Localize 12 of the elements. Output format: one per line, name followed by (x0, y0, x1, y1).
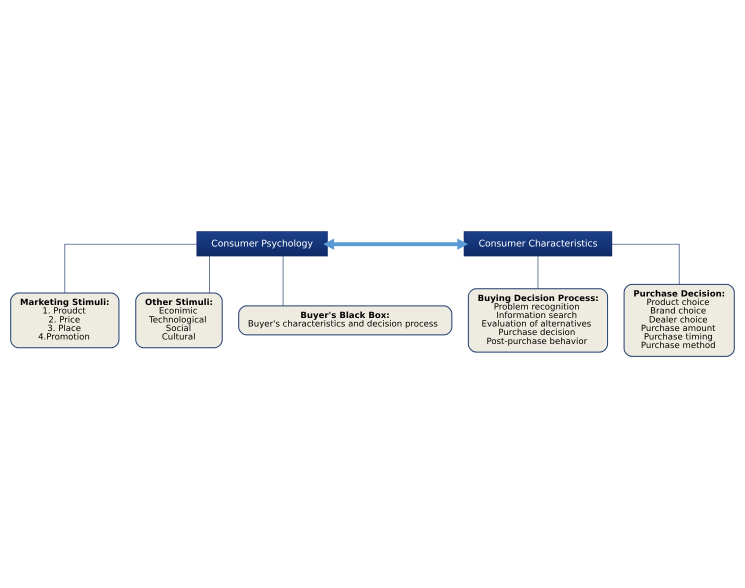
node-box: Marketing Stimuli: 1. Proudct 2. Price 3. Place 4.Promotion (10, 292, 120, 348)
node-box: Other Stimuli: Econimic Technological Social Cultural (135, 292, 223, 348)
node-box: Buying Decision Process: Problem recognition Information search Evaluation of alternatives Purchase decision Post-purchase behavior (468, 288, 608, 353)
arrow (323, 238, 468, 250)
node-box: Consumer Characteristics (464, 231, 612, 256)
node-box: Purchase Decision: Product choice Brand choice Dealer choice Purchase amount Purchase timing Purchase method (624, 284, 735, 357)
connector (282, 256, 284, 306)
connector (64, 244, 198, 294)
node-box: Consumer Psychology (196, 231, 328, 256)
connector (209, 256, 210, 294)
node-box: Buyer's Black Box: Buyer's characteristics and decision process (238, 305, 452, 336)
connector (612, 244, 680, 285)
